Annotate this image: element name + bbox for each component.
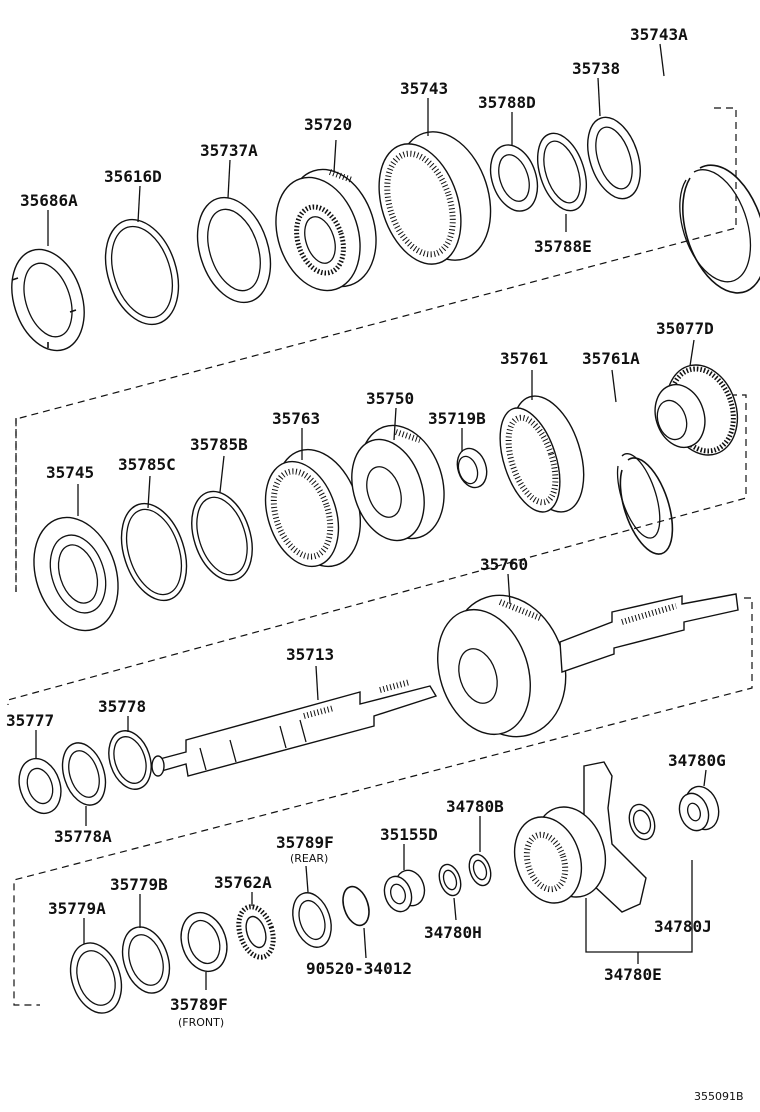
label-35686A[interactable]: 35686A xyxy=(20,191,78,210)
part-35155D-sleeve[interactable] xyxy=(380,844,429,915)
label-35155D[interactable]: 35155D xyxy=(380,825,438,844)
part-35761-sun-gear-drum[interactable] xyxy=(489,370,597,521)
part-35737A-thrust-washer[interactable] xyxy=(185,159,283,312)
part-34780H-washer[interactable] xyxy=(436,862,465,921)
part-35777-bearing-race[interactable] xyxy=(12,730,67,819)
part-35788E-bearing-race[interactable] xyxy=(529,127,596,232)
label-35763[interactable]: 35763 xyxy=(272,409,320,428)
label-35761A[interactable]: 35761A xyxy=(582,349,640,368)
note-front: (FRONT) xyxy=(178,1016,224,1029)
part-35778A-bearing[interactable] xyxy=(55,737,113,826)
label-35785C[interactable]: 35785C xyxy=(118,455,176,474)
part-35750-planetary-carrier[interactable] xyxy=(340,407,458,550)
label-35760[interactable]: 35760 xyxy=(480,555,528,574)
label-34780E[interactable]: 34780E xyxy=(604,965,662,984)
group-outline-middle xyxy=(7,394,747,705)
label-34780J[interactable]: 34780J xyxy=(654,917,712,936)
part-35686A-washer[interactable] xyxy=(0,210,96,360)
part-90520-34012-snap-ring[interactable] xyxy=(338,883,373,959)
label-35777[interactable]: 35777 xyxy=(6,711,54,730)
part-35713-intermediate-shaft[interactable] xyxy=(151,665,438,777)
label-35719B[interactable]: 35719B xyxy=(428,409,486,428)
part-35762A-gear-washer[interactable] xyxy=(233,892,280,962)
part-35616D-ring[interactable] xyxy=(93,185,191,334)
label-35789F-front[interactable]: 35789F xyxy=(170,995,228,1014)
part-35743-ring-gear[interactable] xyxy=(365,98,507,275)
part-35788D-bearing[interactable] xyxy=(483,112,546,217)
label-35737A[interactable]: 35737A xyxy=(200,141,258,160)
part-35738-thrust-washer[interactable] xyxy=(578,77,650,205)
part-35720-planetary-carrier[interactable] xyxy=(262,139,390,302)
group-outline-lower xyxy=(13,597,753,1006)
part-35789F-front-bearing[interactable] xyxy=(174,907,234,990)
label-35720[interactable]: 35720 xyxy=(304,115,352,134)
part-35745-plate[interactable] xyxy=(20,484,132,642)
part-35743A-snap-ring[interactable] xyxy=(659,43,760,294)
label-35778[interactable]: 35778 xyxy=(98,697,146,716)
label-35745[interactable]: 35745 xyxy=(46,463,94,482)
part-35761A-snap-ring[interactable] xyxy=(611,369,674,555)
label-35743[interactable]: 35743 xyxy=(400,79,448,98)
label-35077D[interactable]: 35077D xyxy=(656,319,714,338)
part-35719B-bushing[interactable] xyxy=(453,428,492,491)
label-35738[interactable]: 35738 xyxy=(572,59,620,78)
label-90520-34012[interactable]: 90520-34012 xyxy=(306,959,412,978)
part-35785B-ring[interactable] xyxy=(181,455,263,588)
part-35779B-bearing[interactable] xyxy=(115,894,178,999)
part-35077D-one-way-clutch[interactable] xyxy=(647,339,748,464)
part-35778-bearing-race[interactable] xyxy=(102,716,159,795)
label-35750[interactable]: 35750 xyxy=(366,389,414,408)
label-35785B[interactable]: 35785B xyxy=(190,435,248,454)
label-35779A[interactable]: 35779A xyxy=(48,899,106,918)
label-35788E[interactable]: 35788E xyxy=(534,237,592,256)
part-35785C-ring[interactable] xyxy=(110,475,198,609)
label-34780G[interactable]: 34780G xyxy=(668,751,726,770)
label-35762A[interactable]: 35762A xyxy=(214,873,272,892)
part-35789F-rear-bearing[interactable] xyxy=(286,865,338,952)
label-35778A[interactable]: 35778A xyxy=(54,827,112,846)
label-35761[interactable]: 35761 xyxy=(500,349,548,368)
part-34780G-nut[interactable] xyxy=(675,769,724,834)
label-35713[interactable]: 35713 xyxy=(286,645,334,664)
label-35616D[interactable]: 35616D xyxy=(104,167,162,186)
part-34780E-output-flange[interactable] xyxy=(504,761,693,964)
label-35779B[interactable]: 35779B xyxy=(110,875,168,894)
note-rear: (REAR) xyxy=(290,852,328,865)
part-35760-output-shaft-carrier[interactable] xyxy=(422,573,739,752)
label-34780B[interactable]: 34780B xyxy=(446,797,504,816)
label-35789F-rear[interactable]: 35789F xyxy=(276,833,334,852)
label-35743A[interactable]: 35743A xyxy=(630,25,688,44)
label-35788D[interactable]: 35788D xyxy=(478,93,536,112)
part-34780B-washer[interactable] xyxy=(466,816,495,888)
diagram-reference-code: 355091B xyxy=(694,1090,744,1103)
part-34780J-seal[interactable] xyxy=(625,801,659,843)
part-35779A-bearing-race[interactable] xyxy=(62,918,130,1020)
label-34780H[interactable]: 34780H xyxy=(424,923,482,942)
